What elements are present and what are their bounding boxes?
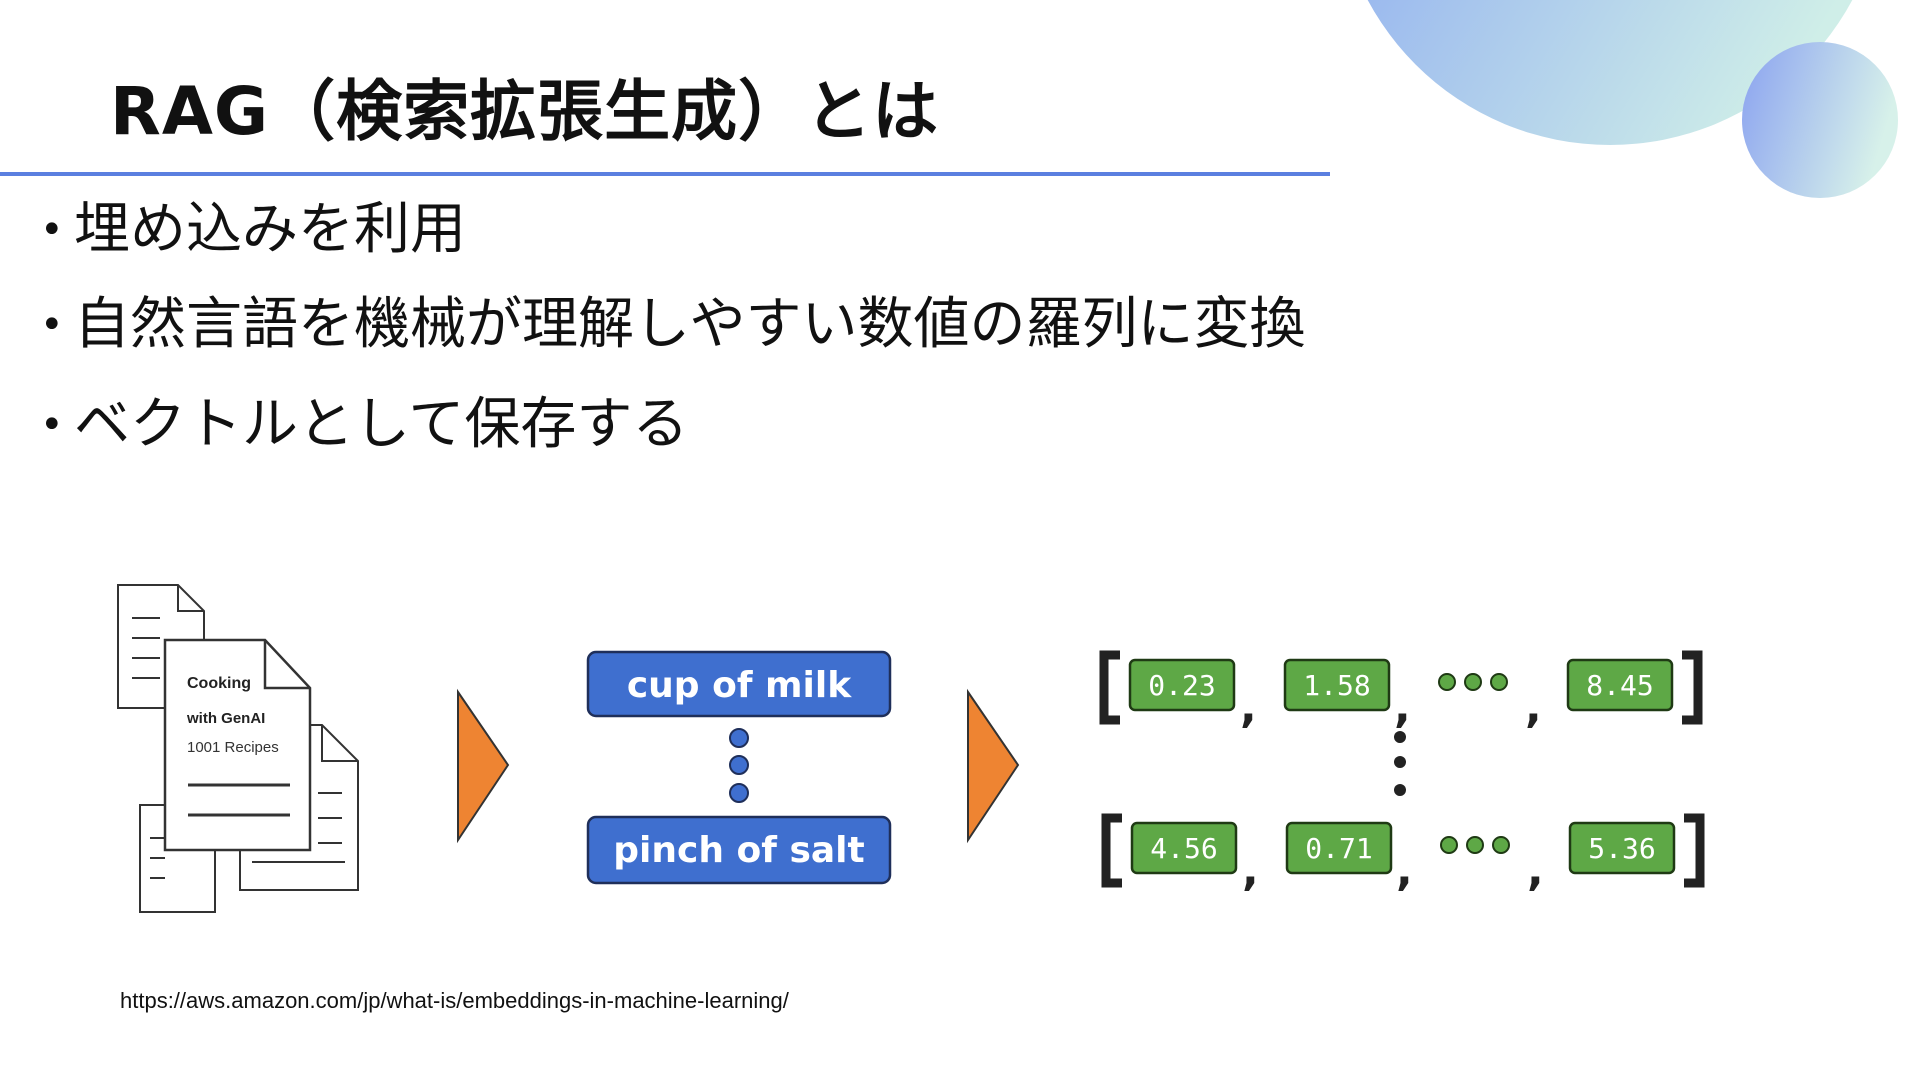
comma: , — [1394, 682, 1411, 733]
title-underline — [0, 172, 1330, 176]
left-bracket — [1101, 813, 1122, 888]
number-box — [1566, 658, 1674, 712]
comma: , — [1525, 682, 1542, 733]
phrase-label-2: pinch of salt — [613, 830, 864, 871]
number-value: 1.58 — [1303, 669, 1370, 702]
front-document — [163, 638, 312, 852]
source-link[interactable]: https://aws.amazon.com/jp/what-is/embedd… — [120, 988, 789, 1013]
phrase-ellipsis — [729, 728, 749, 803]
number-box — [1285, 821, 1393, 875]
number-ellipsis — [1440, 836, 1510, 854]
arrow-2 — [967, 688, 1020, 844]
bullet-item: •自然言語を機械が理解しやすい数値の羅列に変換 — [40, 290, 1305, 360]
doc-title-line1: Cooking — [187, 675, 251, 692]
left-bracket — [1099, 650, 1120, 725]
doc-subtitle: 1001 Recipes — [187, 739, 279, 756]
right-bracket — [1684, 813, 1705, 888]
phrase-box-2 — [586, 815, 892, 885]
comma: , — [1240, 682, 1257, 733]
bullet-text: ベクトルとして保存する — [74, 392, 689, 457]
number-box — [1128, 658, 1236, 712]
large-deco-circle — [1367, 0, 1853, 145]
page-title: RAG（検索拡張生成）とは — [110, 73, 940, 150]
phrase-label-1: cup of milk — [627, 665, 852, 706]
number-box — [1130, 821, 1238, 875]
number-box — [1568, 821, 1676, 875]
comma: , — [1242, 845, 1259, 896]
bullet-dot: • — [40, 402, 64, 448]
number-ellipsis — [1438, 673, 1508, 691]
bullet-dot: • — [40, 302, 64, 348]
number-value: 5.36 — [1588, 832, 1655, 865]
right-bracket — [1682, 650, 1703, 725]
bullet-text: 埋め込みを利用 — [74, 197, 466, 262]
bullet-dot: • — [40, 207, 64, 253]
bullet-item: •ベクトルとして保存する — [40, 390, 688, 460]
doc-title-line2: with GenAI — [186, 710, 265, 727]
documents-illustration — [117, 584, 359, 913]
number-box — [1283, 658, 1391, 712]
bullet-text: 自然言語を機械が理解しやすい数値の羅列に変換 — [74, 292, 1306, 357]
arrow-1 — [457, 688, 510, 844]
bullet-item: •埋め込みを利用 — [40, 195, 466, 265]
number-value: 0.23 — [1148, 669, 1215, 702]
vector-row-2: 4.56 , 0.71 , , 5.36 — [1101, 813, 1705, 896]
number-value: 8.45 — [1586, 669, 1653, 702]
small-deco-circle — [1742, 42, 1898, 198]
number-value: 4.56 — [1150, 832, 1217, 865]
comma: , — [1396, 845, 1413, 896]
phrase-box-1 — [586, 650, 892, 718]
vector-row-1: 0.23 , 1.58 , , 8.45 — [1099, 650, 1703, 733]
number-value: 0.71 — [1305, 832, 1372, 865]
vector-row-ellipsis — [1394, 731, 1406, 796]
comma: , — [1527, 845, 1544, 896]
